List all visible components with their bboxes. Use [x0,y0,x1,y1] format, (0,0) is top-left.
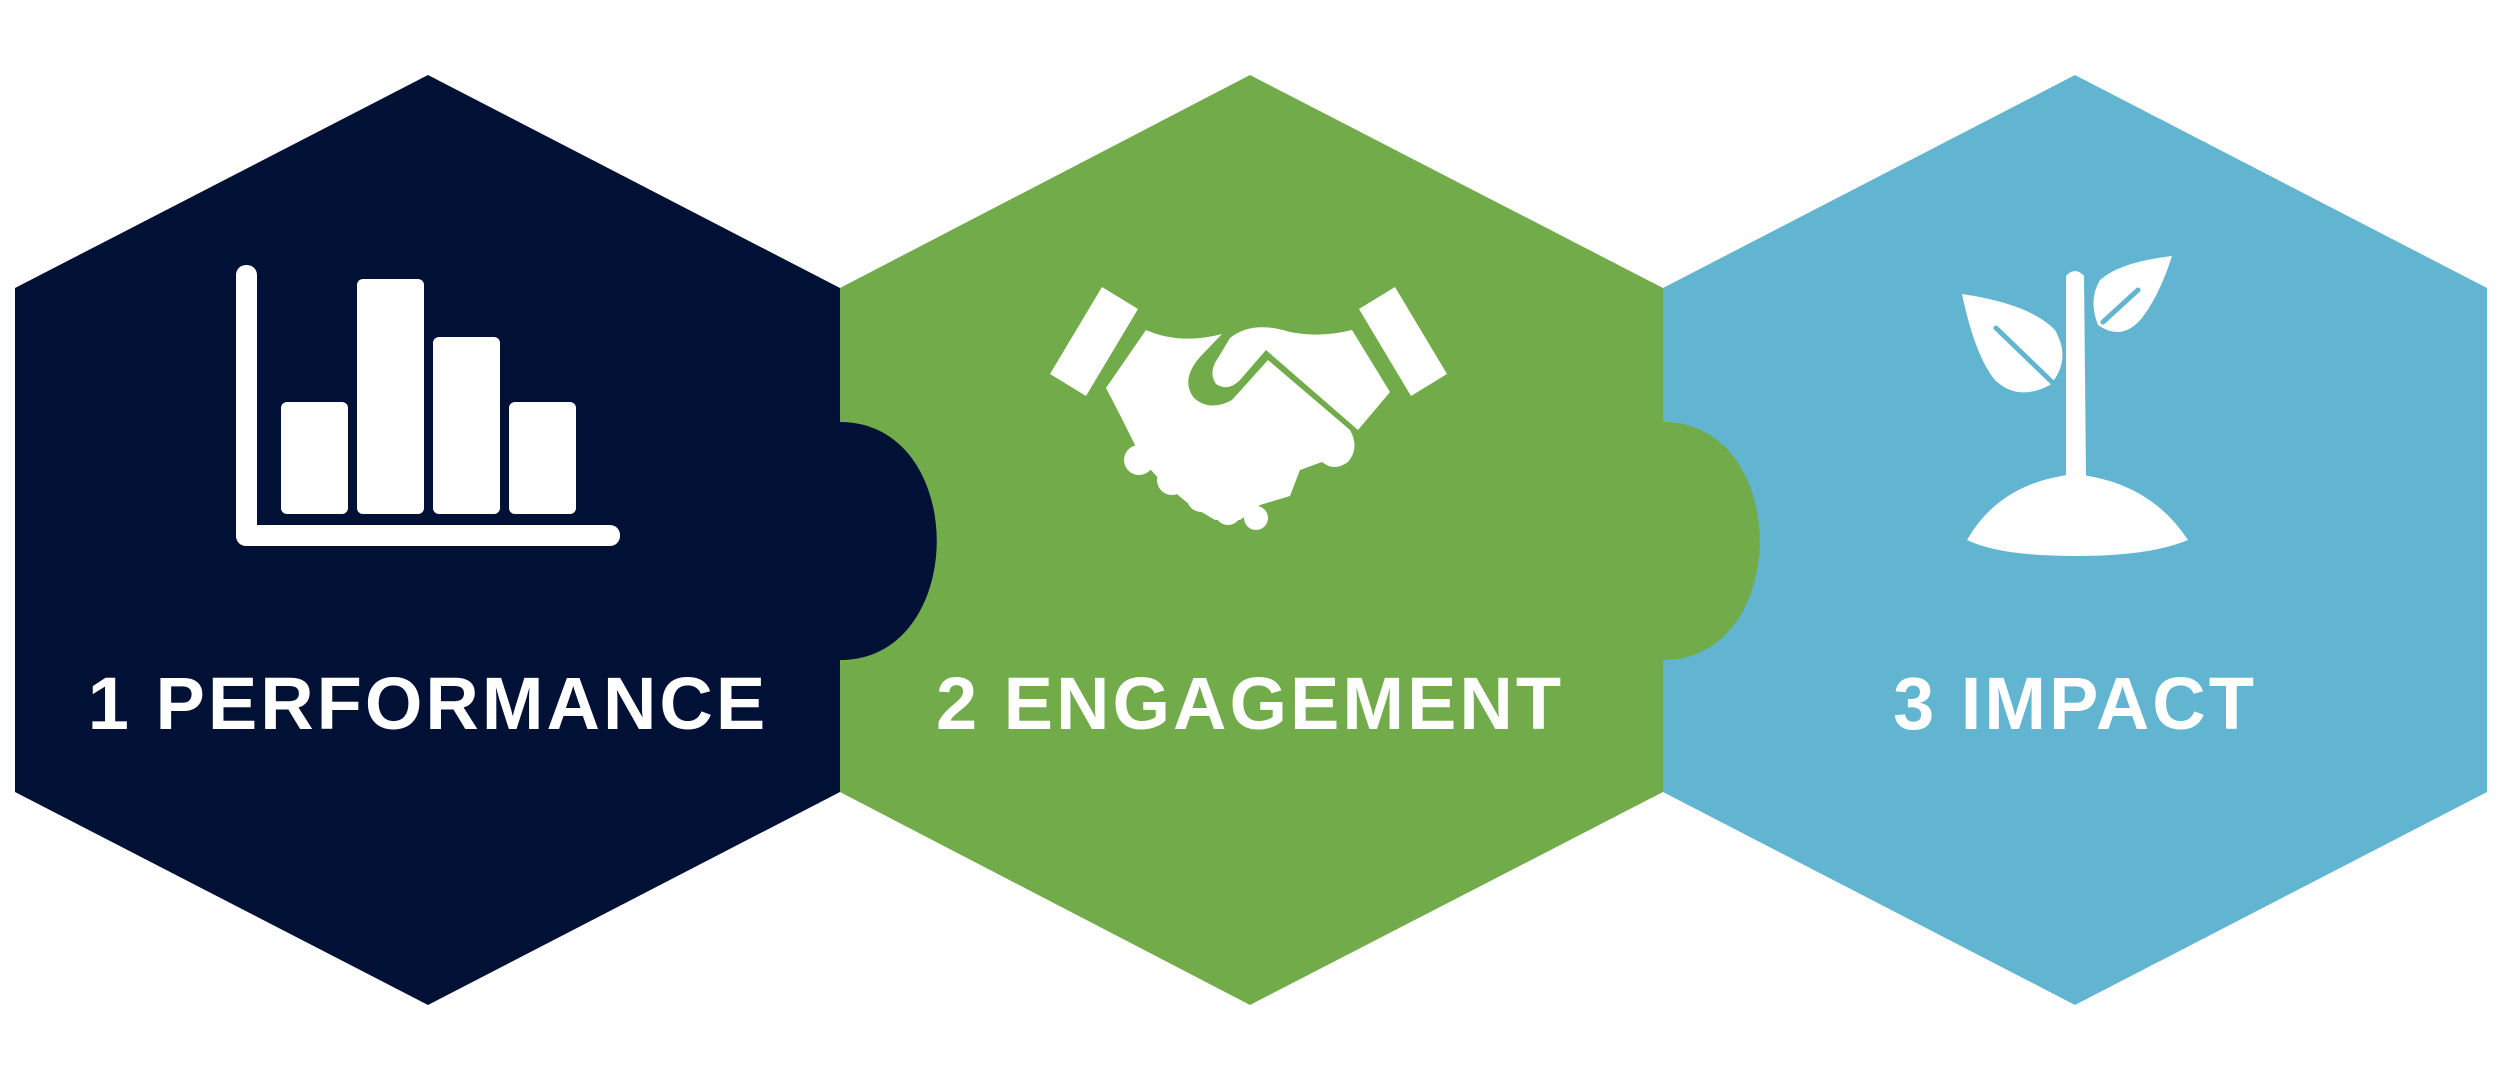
engagement-hexagon-shape [840,75,1760,1005]
engagement-label: 2 ENGAGEMENT [936,662,1564,745]
engagement-hexagon: 2 ENGAGEMENT [840,75,1760,1005]
impact-label: 3 IMPACT [1893,662,2257,745]
bar-chart-y-axis [236,265,257,545]
bar-chart-bar [357,279,424,514]
performance-hexagon: 1 PERFORMANCE [15,75,937,1005]
sprout-vein-left [1993,325,2055,385]
bar-chart-bar [509,402,576,514]
impact-hexagon: 3 IMPACT [1663,75,2487,1005]
handshake-icon [1050,287,1447,530]
bar-chart-icon [236,265,620,546]
sprout-vein-right [2100,287,2141,325]
bar-chart-x-axis [236,525,620,546]
bar-chart-bar [281,402,348,514]
bar-chart-bar [433,337,500,514]
performance-label: 1 PERFORMANCE [88,662,768,745]
